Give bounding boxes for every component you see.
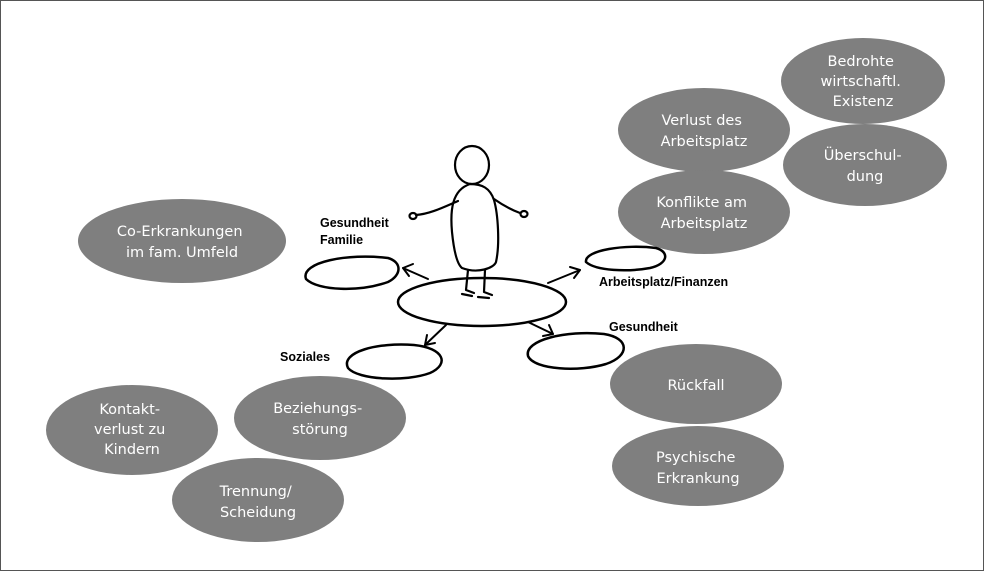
bubble-psychische-erkrankung: Psychische Erkrankung <box>612 426 784 506</box>
bubble-trennung-scheidung: Trennung/ Scheidung <box>172 458 344 542</box>
arrow-to-family <box>402 263 429 280</box>
bubble-ueberschuldung: Überschul- dung <box>783 124 947 206</box>
figure-head <box>453 144 491 186</box>
bubble-co-erkrankungen: Co-Erkrankungen im fam. Umfeld <box>78 199 286 283</box>
figure-right-foot <box>476 295 491 300</box>
figure-left-arm <box>414 199 460 217</box>
stick-figure <box>408 144 529 300</box>
figure-right-leg <box>482 268 494 297</box>
svg-text:Trennung/ Scheidung: Trennung/ Scheidung <box>219 484 297 521</box>
label-soziales: Soziales <box>280 350 330 364</box>
bubble-kontaktverlust: Kontakt- verlust zu Kindern <box>46 385 218 475</box>
svg-text:Konflikte am Arbeitsplat: Konflikte am Arbeitsplatz <box>656 195 751 232</box>
figure-left-hand <box>408 211 418 221</box>
bubble-konflikte-arbeitsplatz: Konflikte am Arbeitsplatz <box>618 170 790 254</box>
figure-left-leg <box>464 268 476 295</box>
platform-work <box>584 245 667 272</box>
bubble-verlust-arbeitsplatz: Verlust des Arbeitsplatz <box>618 88 790 172</box>
svg-text:Beziehungs- störung: Beziehungs- störung <box>273 401 367 438</box>
arrow-to-health <box>527 321 554 337</box>
svg-text:Rückfall: Rückfall <box>667 378 724 394</box>
platform-social <box>345 343 443 380</box>
platform-health <box>526 331 625 370</box>
bubble-beziehungsstoerung: Beziehungs- störung <box>234 376 406 460</box>
figure-left-foot <box>460 292 474 298</box>
svg-text:Co-Erkrankungen im fam.: Co-Erkrankungen im fam. Umfeld <box>117 224 247 261</box>
svg-text:Psychische Erkrankung: Psychische Erkrankung <box>656 450 740 487</box>
svg-text:Kontakt- verlust zu: Kontakt- verlust zu Kindern <box>94 402 170 458</box>
label-gesundheit: Gesundheit <box>609 320 679 334</box>
bubble-bedrohte-existenz: Bedrohte wirtschaftl. Existenz <box>781 38 945 124</box>
platform-family <box>304 255 400 290</box>
center-platform <box>396 276 568 328</box>
figure-right-hand <box>519 209 529 219</box>
label-arbeitsplatz-finanzen: Arbeitsplatz/Finanzen <box>599 275 728 289</box>
svg-text:Überschul- dung: Überschul- dung <box>824 146 906 185</box>
bubble-rueckfall: Rückfall <box>610 344 782 424</box>
figure-right-arm <box>492 197 522 215</box>
svg-text:Verlust des Arbeitsplatz: Verlust des Arbeitsplatz <box>661 113 748 150</box>
figure-body <box>450 182 500 272</box>
arrow-to-work <box>547 266 581 284</box>
arrow-to-social <box>424 324 447 346</box>
label-gesundheit-familie: Gesundheit Familie <box>320 216 392 247</box>
svg-text:Bedrohte wirtschaftl.: Bedrohte wirtschaftl. Existenz <box>821 54 906 110</box>
